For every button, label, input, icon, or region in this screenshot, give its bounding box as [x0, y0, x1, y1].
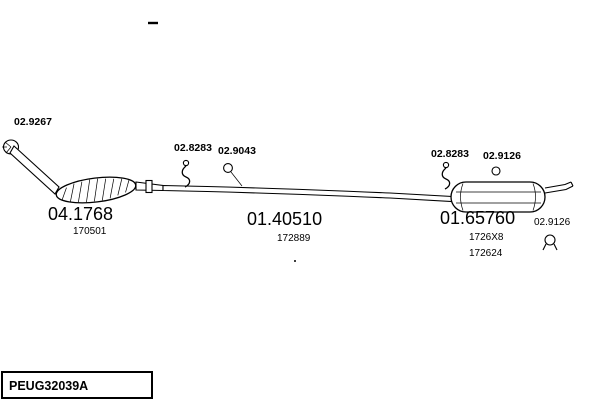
front-ring-icon: [223, 163, 243, 187]
coupling-clamp-icon: [145, 179, 153, 194]
part-code-box: PEUG32039A: [1, 371, 153, 399]
ref-mid: 172889: [277, 233, 311, 244]
front-pipe: [9, 145, 60, 195]
part-number-mid: 01.40510: [247, 209, 322, 229]
ref-rear-1: 1726X8: [469, 232, 504, 243]
part-number-rear: 01.65760: [440, 208, 515, 228]
catalytic-converter: [55, 176, 137, 204]
label-rear-ring: 02.9126: [483, 150, 521, 162]
label-rear-clamp: 02.9126: [534, 217, 571, 228]
tail-pipe: [544, 181, 574, 194]
dot-mark: [294, 260, 296, 262]
label-front-flange: 02.9267: [14, 116, 52, 128]
part-code-text: PEUG32039A: [9, 379, 88, 393]
label-front-ring: 02.9043: [218, 145, 256, 157]
ref-cat: 170501: [73, 226, 107, 237]
main-pipe: [162, 184, 453, 203]
rear-ring-icon: [491, 166, 501, 176]
muffler: [450, 181, 546, 213]
label-front-hanger: 02.8283: [174, 142, 212, 154]
ref-rear-2: 172624: [469, 248, 503, 259]
label-rear-hanger: 02.8283: [431, 148, 469, 160]
rear-hanger-icon: [441, 161, 451, 190]
front-hanger-icon: [181, 159, 191, 188]
rear-clamp-icon: [542, 234, 558, 251]
leader-line: [230, 171, 243, 187]
part-number-cat: 04.1768: [48, 204, 113, 224]
